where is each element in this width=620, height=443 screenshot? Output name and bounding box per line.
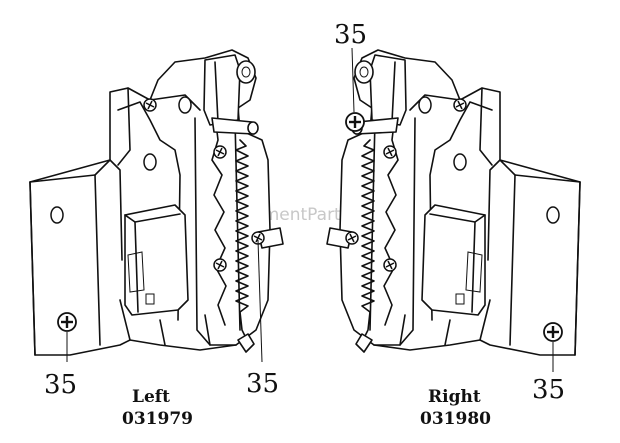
caption-left-part: 031979 bbox=[122, 409, 193, 429]
right-top-leader bbox=[351, 47, 355, 113]
right-latch-assembly bbox=[327, 50, 580, 355]
left-latch-assembly bbox=[30, 50, 283, 363]
callout-right-top: 35 bbox=[334, 20, 367, 50]
caption-left-name: Left bbox=[132, 387, 170, 407]
left-bottom-screw-icon bbox=[56, 311, 78, 333]
left-spring-leader bbox=[257, 239, 263, 363]
caption-right-part: 031980 bbox=[420, 409, 491, 429]
right-bottom-screw-icon bbox=[542, 321, 564, 343]
callout-left-bottom: 35 bbox=[44, 370, 77, 400]
right-top-screw-icon bbox=[344, 111, 366, 133]
callout-right-bottom: 35 bbox=[532, 375, 565, 405]
callout-left-spring: 35 bbox=[246, 369, 279, 399]
caption-right-name: Right bbox=[428, 387, 481, 407]
